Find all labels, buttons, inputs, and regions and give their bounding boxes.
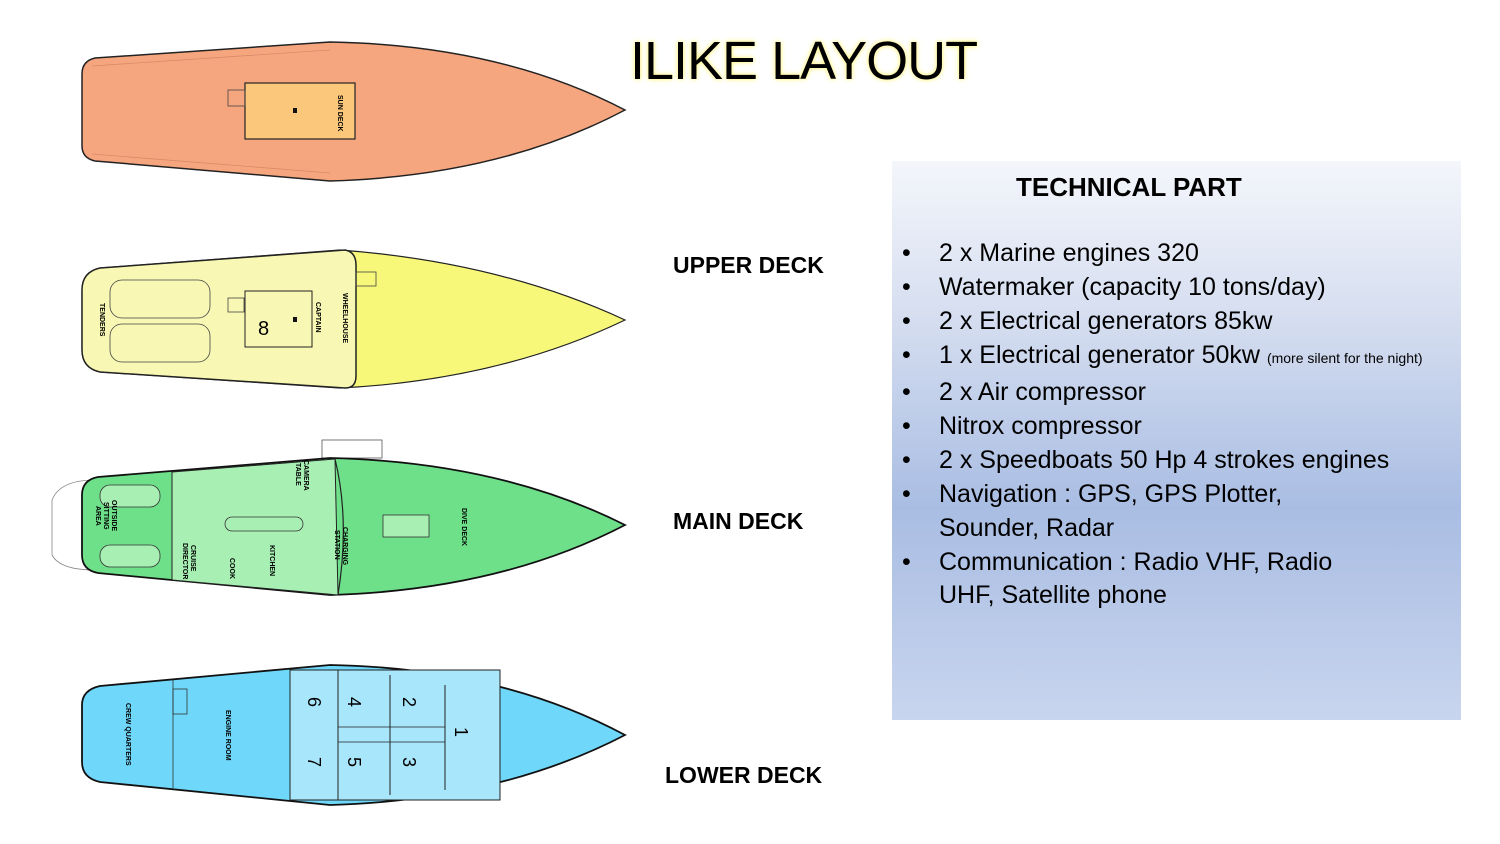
- bullet: •: [902, 378, 911, 406]
- technical-list: • 2 x Marine engines 320 • Watermaker (cap…: [902, 237, 1452, 613]
- bullet: •: [902, 547, 911, 576]
- list-item: • 2 x Electrical generators 85kw: [902, 305, 1452, 339]
- bullet: •: [902, 480, 911, 508]
- cabin-2-number: 2: [399, 697, 419, 707]
- camera-table-label-2: TABLE: [294, 463, 301, 486]
- list-item: • Communication : Radio VHF, Radio UHF, S…: [902, 546, 1452, 613]
- lower-deck-title: LOWER DECK: [665, 762, 823, 788]
- cruise-director-label-2: DIRECTOR: [181, 543, 188, 579]
- item-text: 1 x Electrical generator 50kw: [939, 341, 1260, 369]
- crew-quarters-label: CREW QUARTERS: [124, 703, 131, 766]
- cabin-3-number: 3: [399, 757, 419, 767]
- main-deck-title: MAIN DECK: [673, 508, 804, 534]
- kitchen-label: KITCHEN: [268, 545, 275, 576]
- wheelhouse-label: WHEELHOUSE: [341, 293, 348, 344]
- item-text: 2 x Speedboats 50 Hp 4 strokes engines: [939, 446, 1390, 474]
- list-item: • 2 x Air compressor: [902, 376, 1452, 410]
- cabin-8-number: 8: [258, 318, 269, 340]
- outside-sitting-label-1: OUTSIDE: [110, 500, 117, 531]
- main-deck-plan: OUTSIDE SITTING AREA CRUISE DIRECTOR COO…: [51, 439, 627, 596]
- bullet: •: [902, 446, 911, 474]
- cook-label: COOK: [228, 558, 235, 579]
- bullet: •: [902, 341, 911, 369]
- page-title: ILIKE LAYOUT: [630, 31, 978, 91]
- charging-station-label-2: STATION: [333, 530, 340, 560]
- captain-label: CAPTAIN: [314, 302, 321, 333]
- cabin-6-number: 6: [304, 697, 324, 707]
- item-text: Watermaker (capacity 10 tons/day): [939, 273, 1326, 301]
- lower-deck-plan: CREW QUARTERS ENGINE ROOM 1 2 3 4 5 6 7: [81, 664, 627, 806]
- bullet: •: [902, 412, 911, 440]
- cabin-1-number: 1: [451, 727, 471, 737]
- cabin-5-number: 5: [344, 757, 364, 767]
- upper-deck-plan: 8 TENDERS CAPTAIN WHEELHOUSE: [81, 249, 627, 389]
- camera-table-label-1: CAMERA: [302, 460, 309, 491]
- tenders-label: TENDERS: [98, 303, 105, 337]
- outside-sitting-label-3: AREA: [94, 506, 101, 526]
- item-text: Nitrox compressor: [939, 412, 1142, 440]
- bullet: •: [902, 273, 911, 301]
- bullet: •: [902, 239, 911, 267]
- list-item: • Nitrox compressor: [902, 410, 1452, 444]
- item-text: 2 x Marine engines 320: [939, 239, 1199, 267]
- sun-deck-plan: SUN DECK: [81, 41, 627, 182]
- technical-title: TECHNICAL PART: [1016, 172, 1242, 202]
- bullet: •: [902, 307, 911, 335]
- technical-panel: TECHNICAL PART • 2 x Marine engines 320 •…: [892, 161, 1461, 720]
- charging-station-label-1: CHARGING: [341, 527, 348, 566]
- item-text: Communication : Radio VHF, Radio UHF, Sa…: [939, 547, 1333, 610]
- sun-deck-label: SUN DECK: [336, 95, 343, 132]
- dive-deck-label: DIVE DECK: [460, 508, 467, 546]
- list-item: • 1 x Electrical generator 50kw (more sil…: [902, 339, 1452, 376]
- cabin-7-number: 7: [304, 757, 324, 767]
- item-text: Navigation : GPS, GPS Plotter, Sounder, …: [939, 480, 1283, 542]
- list-item: • Navigation : GPS, GPS Plotter, Sounder,…: [902, 478, 1452, 545]
- cabin-4-number: 4: [344, 697, 364, 707]
- cruise-director-label-1: CRUISE: [189, 545, 196, 572]
- item-text: 2 x Electrical generators 85kw: [939, 307, 1273, 335]
- item-text: 2 x Air compressor: [939, 378, 1147, 406]
- list-item: • 2 x Speedboats 50 Hp 4 strokes engines: [902, 444, 1452, 478]
- item-note: (more silent for the night): [1266, 350, 1423, 366]
- list-item: • Watermaker (capacity 10 tons/day): [902, 271, 1452, 305]
- upper-deck-title: UPPER DECK: [673, 252, 824, 278]
- outside-sitting-label-2: SITTING: [102, 502, 109, 530]
- list-item: • 2 x Marine engines 320: [902, 237, 1452, 271]
- engine-room-label: ENGINE ROOM: [224, 710, 231, 761]
